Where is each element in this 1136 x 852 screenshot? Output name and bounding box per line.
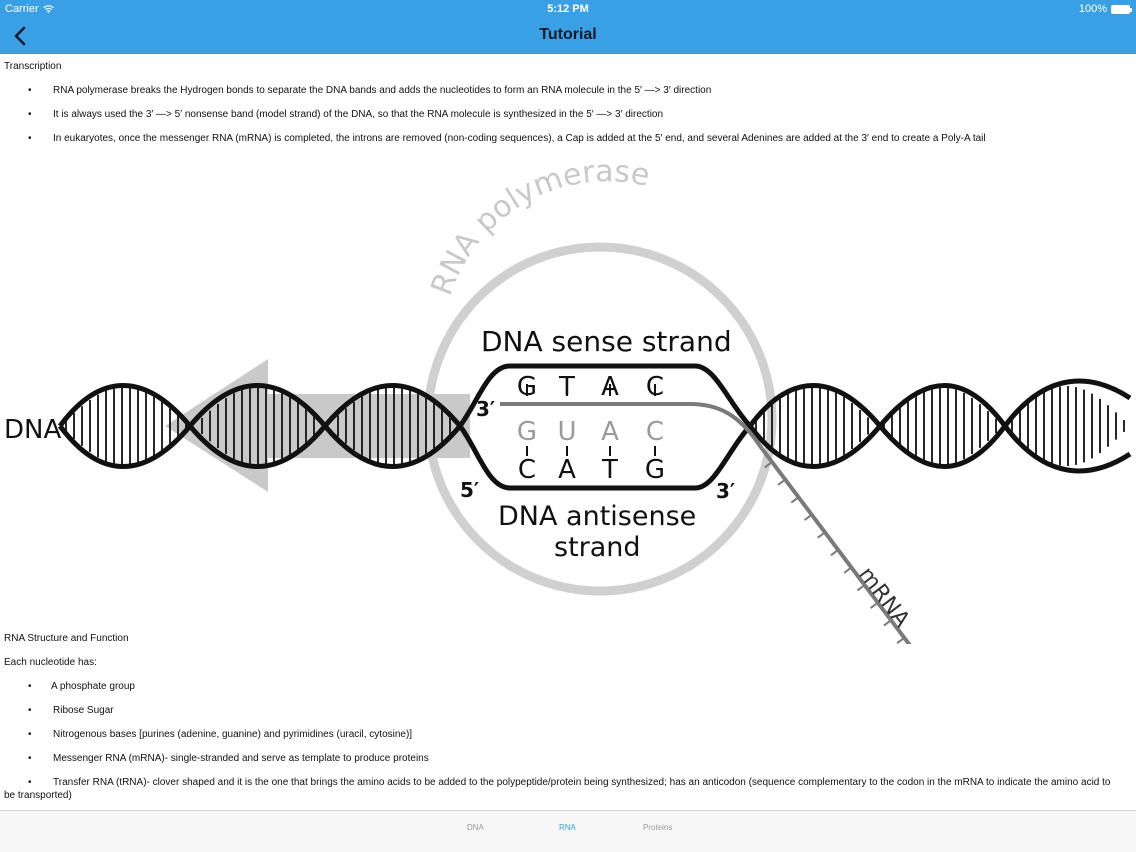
mrna-tick: [870, 601, 879, 609]
mrna-tick: [843, 566, 852, 574]
structure-bullet: Nitrogenous bases [purines (adenine, gua…: [53, 729, 413, 740]
left-helix-strand: [57, 383, 462, 469]
polymerase-label: RNA polymerase: [424, 154, 652, 300]
mrna-tick: [790, 496, 800, 504]
bullet-dot: •: [28, 109, 32, 120]
left-helix-rungs: [65, 386, 451, 466]
right-helix-strand: [747, 383, 1132, 474]
status-bar: Carrier 5:12 PM 100%: [0, 0, 1136, 18]
transcription-diagram: RNA polymerase DNA DNA sense strand DNA …: [4, 154, 1132, 644]
bullet-dot: •: [28, 777, 32, 788]
right-helix-rungs: [755, 386, 1125, 466]
carrier-indicator: Carrier: [5, 3, 54, 15]
structure-bullet: A phosphate group: [51, 681, 135, 692]
mrna-strand: [500, 402, 912, 644]
prime-5-bottom: 5′: [460, 478, 479, 502]
transcription-bullet: In eukaryotes, once the messenger RNA (m…: [53, 133, 986, 144]
rna-base: A: [601, 417, 619, 447]
bullet-dot: •: [28, 681, 32, 692]
sense-strand-line: [457, 363, 752, 428]
base-connectors: [526, 384, 656, 456]
antisense-strand-label: DNA antisense: [498, 501, 696, 532]
rna-base: G: [517, 417, 537, 447]
rna-base: C: [646, 417, 664, 447]
rna-base: U: [557, 417, 576, 447]
navigation-bar: Tutorial: [0, 18, 1136, 54]
bullet-dot: •: [28, 133, 32, 144]
mrna-tick: [830, 549, 839, 557]
tab-dna[interactable]: DNA: [467, 823, 484, 832]
bullet-dot: •: [28, 753, 32, 764]
nucleotide-intro: Each nucleotide has:: [4, 657, 97, 668]
battery-indicator: 100%: [1078, 3, 1132, 15]
back-button[interactable]: [6, 22, 34, 50]
status-time: 5:12 PM: [547, 3, 589, 15]
dna-label: DNA: [4, 415, 61, 445]
page-title: Tutorial: [539, 26, 597, 43]
transcription-bullet: It is always used the 3′ —> 5′ nonsense …: [53, 109, 664, 120]
bullet-dot: •: [28, 705, 32, 716]
transcription-bullet: RNA polymerase breaks the Hydrogen bonds…: [53, 85, 712, 96]
tab-proteins[interactable]: Proteins: [643, 823, 673, 832]
bullet-dot: •: [28, 729, 32, 740]
sense-base: G: [517, 372, 537, 402]
mrna-tick: [803, 513, 813, 521]
mrna-tick: [896, 636, 905, 644]
antisense-base: G: [645, 455, 665, 485]
antisense-base: C: [518, 455, 536, 485]
battery-percent: 100%: [1078, 3, 1107, 15]
prime-3-top: 3′: [476, 397, 495, 421]
structure-bullet: Messenger RNA (mRNA)- single-stranded an…: [53, 753, 429, 764]
tab-bar: DNA RNA Proteins: [0, 810, 1136, 852]
structure-bullet: Transfer RNA (tRNA)- clover shaped and i…: [4, 777, 1111, 801]
rna-structure-heading: RNA Structure and Function: [4, 633, 129, 644]
mrna-tick: [856, 584, 866, 592]
mrna-tick: [817, 531, 826, 539]
tab-rna[interactable]: RNA: [559, 823, 576, 832]
sense-base: C: [646, 372, 664, 402]
antisense-base: T: [601, 455, 618, 485]
battery-icon: [1111, 4, 1132, 14]
antisense-strand-label: strand: [554, 532, 641, 563]
mrna-tick: [883, 619, 892, 627]
carrier-name: Carrier: [5, 3, 39, 15]
chevron-left-icon: [14, 26, 26, 46]
mrna-tick: [764, 461, 773, 469]
mrna-ticks: [764, 461, 905, 644]
antisense-strand-line: [457, 424, 752, 491]
sense-strand-label: DNA sense strand: [481, 325, 732, 358]
transcription-heading: Transcription: [4, 61, 62, 72]
prime-3-bottom: 3′: [716, 479, 735, 503]
mrna-tick: [777, 478, 786, 486]
sense-base: T: [558, 372, 575, 402]
right-helix-strand: [747, 378, 1132, 469]
left-helix-strand: [57, 383, 462, 469]
sense-base: A: [601, 372, 619, 402]
wifi-icon: [42, 5, 54, 13]
bullet-dot: •: [28, 85, 32, 96]
tutorial-content[interactable]: Transcription • RNA polymerase breaks th…: [0, 54, 1136, 810]
antisense-base: A: [558, 455, 576, 485]
mrna-label: mRNA: [853, 563, 914, 633]
structure-bullet: Ribose Sugar: [53, 705, 114, 716]
